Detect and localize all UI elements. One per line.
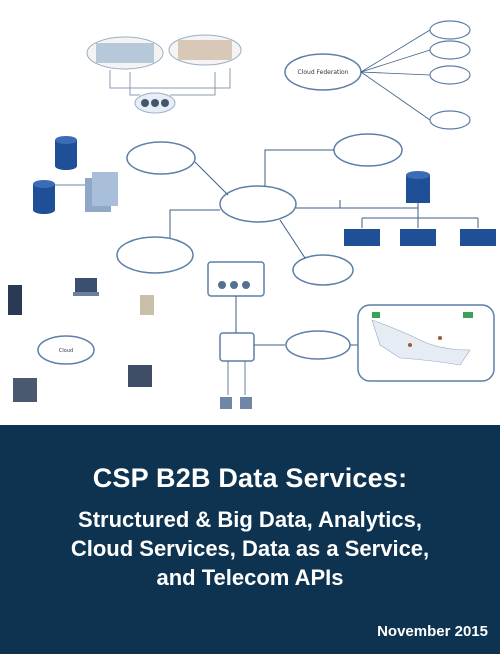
photo-cluster	[86, 34, 242, 114]
cloud-federation-label: Cloud Federation	[298, 69, 349, 76]
cloud-left-label: Cloud	[59, 348, 73, 354]
publication-date: November 2015	[377, 623, 488, 640]
cover-subtitle-line: Structured & Big Data, Analytics,	[78, 507, 422, 532]
cover-subtitle-line: Cloud Services, Data as a Service,	[70, 536, 430, 561]
network-diagram: Cloud Federation	[8, 20, 496, 409]
gateway-node	[207, 261, 362, 409]
cover-subtitle: Structured & Big Data, Analytics, Cloud …	[0, 505, 500, 592]
map-panel	[357, 304, 495, 382]
central-network	[116, 133, 496, 286]
cloud-federation-group: Cloud Federation	[284, 20, 471, 130]
database-cluster	[33, 136, 118, 214]
cover-title: CSP B2B Data Services:	[92, 463, 408, 493]
cover-subtitle-line: and Telecom APIs	[156, 565, 344, 590]
device-icons: Cloud	[8, 278, 154, 402]
title-banner: CSP B2B Data Services: Structured & Big …	[0, 425, 500, 654]
